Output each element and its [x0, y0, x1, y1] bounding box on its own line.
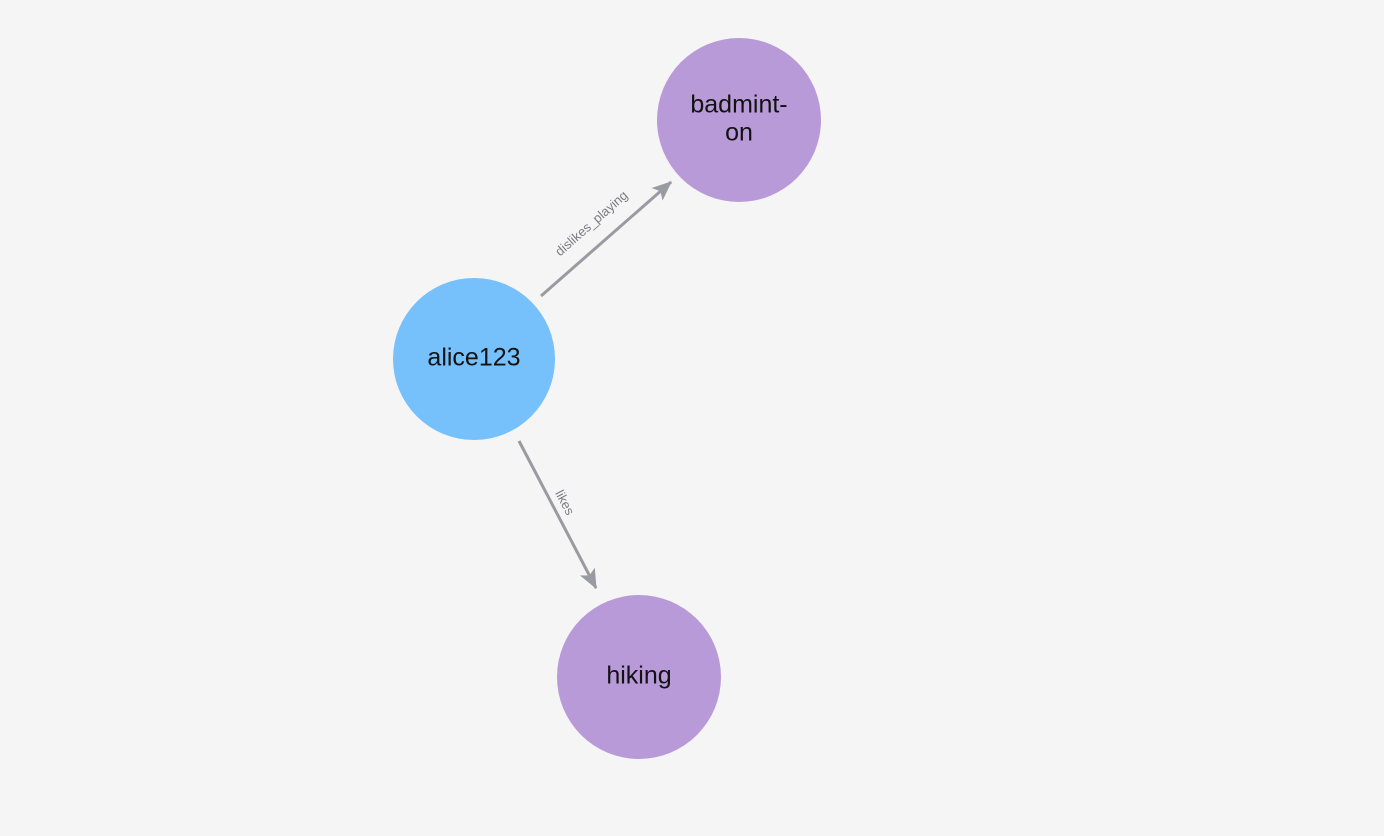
graph-node-hiking[interactable]: hiking: [557, 595, 721, 759]
graph-node-alice123[interactable]: alice123: [393, 278, 555, 440]
node-circle[interactable]: [557, 595, 721, 759]
graph-edge[interactable]: dislikes_playing: [540, 180, 672, 298]
edge-arrow-line: [517, 440, 598, 590]
node-circle[interactable]: [657, 38, 821, 202]
graph-edge[interactable]: likes: [517, 440, 598, 590]
node-circle[interactable]: [393, 278, 555, 440]
edge-arrow-line: [540, 180, 672, 298]
edge-label: dislikes_playing: [552, 188, 630, 259]
graph-node-badminton[interactable]: badmint-on: [657, 38, 821, 202]
